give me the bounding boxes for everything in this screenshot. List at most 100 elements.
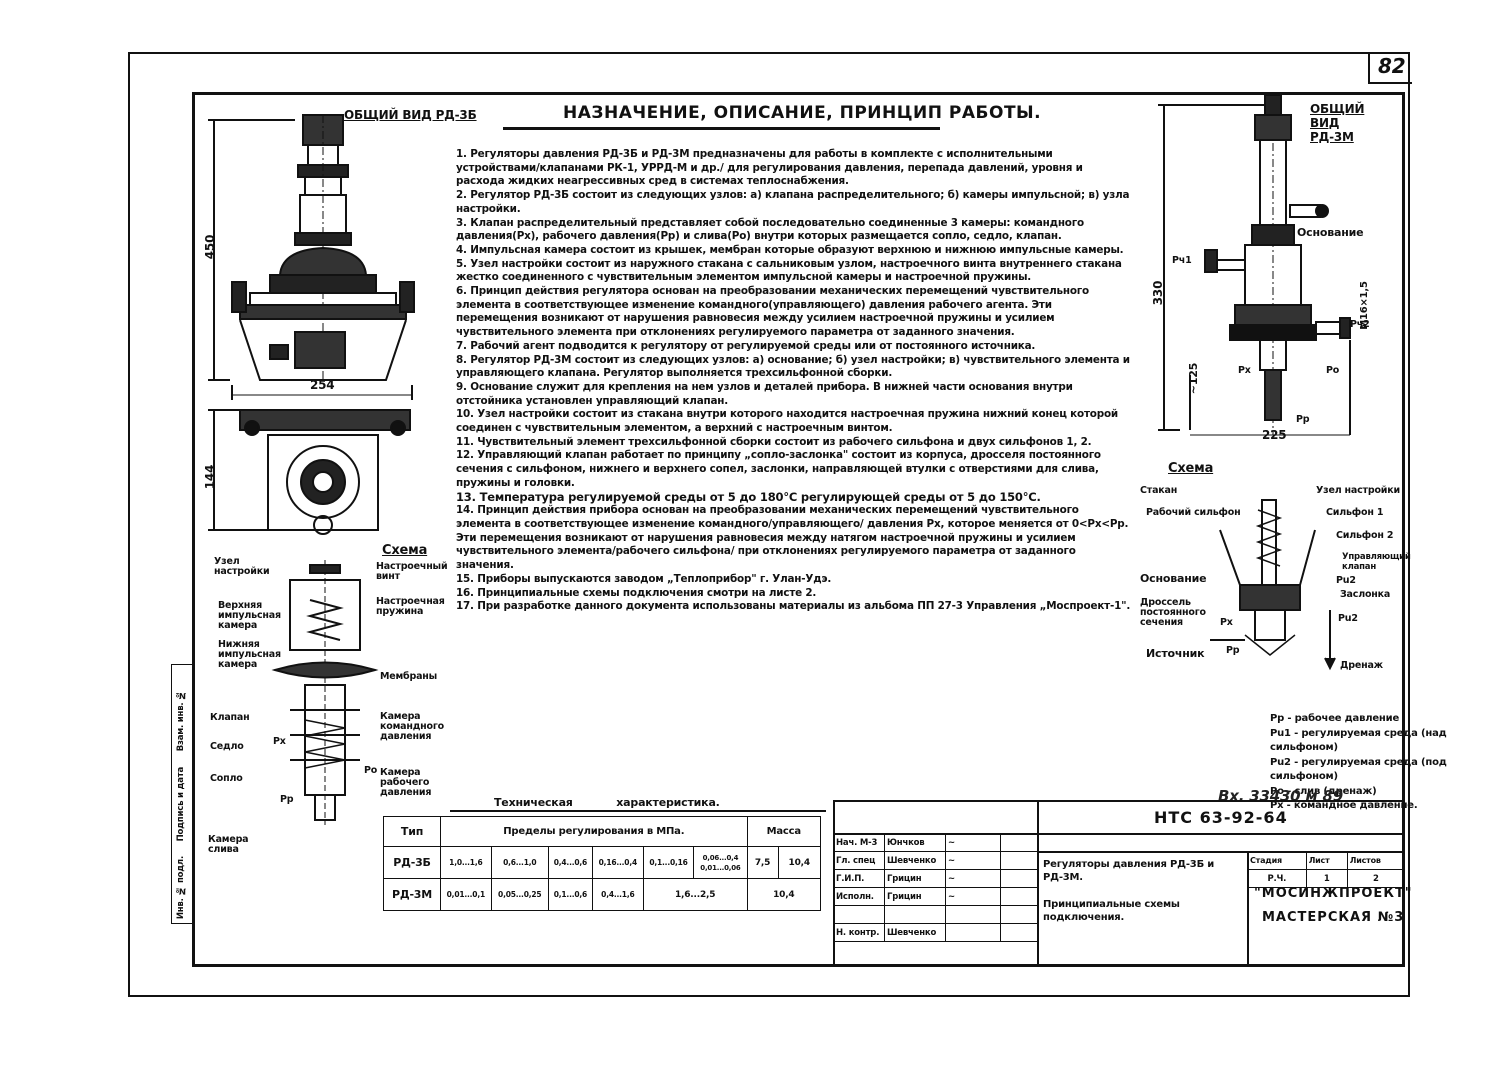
spec-row1-r3: 0,4...0,6 (547, 846, 594, 879)
label-throttle: Дроссель постоянного сечения (1140, 597, 1206, 628)
stage-head: Стадия (1247, 851, 1307, 870)
tb-date-6 (1000, 923, 1038, 942)
label-cmd-chamber: Камера командного давления (380, 711, 444, 742)
label-pu2-schema: Рu2 (1338, 613, 1358, 624)
desc-item-4: 4. Импульсная камера состоит из крышек, … (456, 243, 1124, 256)
desc-item-2: 2. Регулятор РД-3Б состоит из следующих … (456, 189, 1130, 215)
desc-item-9: 9. Основание служит для крепления на нем… (456, 380, 1073, 407)
tb-name-1: Юнчков (884, 833, 946, 852)
desc-item-3: 3. Клапан распределительный представляет… (456, 216, 1084, 243)
label-bellows2: Сильфон 2 (1336, 530, 1394, 541)
desc-item-12: 12. Управляющий клапан работает по принц… (456, 449, 1101, 489)
sheet-head: Лист (1305, 851, 1348, 870)
label-spring-rd3b: Настроечная пружина (376, 596, 445, 617)
tb-sign-1: ~ (945, 833, 1001, 852)
tb-role-1: Нач. М-3 (833, 833, 885, 852)
label-valve: Клапан (210, 712, 250, 723)
spec-row1-r7: 0,01...0,06 (700, 863, 741, 872)
label-lower-chamber: Нижняя импульсная камера (218, 639, 281, 670)
legend-pu1: Рu1 - регулируемая среда (над сильфоном) (1270, 727, 1447, 754)
tb-role-3: Г.И.П. (833, 869, 885, 888)
spec-row1-r5: 0,1...0,16 (642, 846, 695, 879)
label-control-valve: Управляющий клапан (1342, 552, 1411, 572)
label-node-rd3b: Узел настройки (214, 556, 270, 577)
rd3b-general-view-drawing (208, 114, 415, 535)
desc-item-8: 8. Регулятор РД-3М состоит из следующих … (456, 353, 1130, 380)
tb-name-5 (884, 905, 946, 924)
desc-item-17: 17. При разработке данного документа исп… (456, 600, 1131, 613)
label-node-rd3m: Узел настройки (1316, 485, 1400, 496)
sheets-val: 2 (1346, 869, 1406, 888)
label-pp-left: Рр (280, 794, 294, 805)
tb-date-1 (1000, 833, 1038, 852)
label-source: Источник (1146, 647, 1205, 660)
tb-name-2: Шевченко (884, 851, 946, 870)
spec-row2-r2: 0,05...0,25 (490, 878, 549, 911)
desc-item-7: 7. Рабочий агент подводится к регулятору… (456, 339, 1036, 352)
page-number-box (1368, 52, 1412, 84)
stage-val: Р.Ч. (1247, 869, 1307, 888)
spec-head-ranges: Пределы регулирования в МПа. (440, 816, 748, 847)
dim-144: 144 (203, 464, 218, 490)
legend: Рр - рабочее давление Рu1 - регулируемая… (1270, 712, 1500, 814)
spec-row2-r1: 0,01...0,1 (440, 878, 492, 911)
spec-table-caption: Техническая характеристика. (494, 796, 720, 809)
margin-stamp: Инв. № подл. Подпись и дата Взам. инв. № (171, 664, 195, 924)
tb-hline-1 (833, 833, 1405, 835)
tb-hline-2 (1037, 851, 1405, 853)
spec-row2-mass: 10,4 (746, 878, 822, 911)
label-po-left: Ро (364, 765, 378, 776)
tb-sign-3: ~ (945, 869, 1001, 888)
label-po-top: Ро (1326, 365, 1340, 376)
desc-item-11: 11. Чувствительный элемент трехсильфонно… (456, 435, 1092, 448)
legend-po: Ро - слив (дренаж) (1270, 785, 1377, 797)
label-drain: Дренаж (1340, 660, 1383, 671)
tb-name-6: Шевченко (884, 923, 946, 942)
right-view-label: ОБЩИЙ ВИД РД-3М (1310, 102, 1365, 144)
dim-225: 225 (1262, 428, 1287, 442)
outer-frame (128, 52, 1410, 997)
tb-date-5 (1000, 905, 1038, 924)
tb-sign-6 (945, 923, 1001, 942)
label-cup: Стакан (1140, 485, 1178, 496)
spec-row1-r2: 0,6...1,0 (490, 846, 549, 879)
right-schema-title: Схема (1168, 461, 1214, 476)
tb-sign-2: ~ (945, 851, 1001, 870)
tb-name-3: Грицин (884, 869, 946, 888)
label-base-schema: Основание (1140, 572, 1207, 585)
label-bellows1: Сильфон 1 (1326, 507, 1384, 518)
spec-row2-r3: 0,1...0,6 (547, 878, 594, 911)
label-screw-rd3b: Настроечный винт (376, 561, 448, 582)
title-underline (503, 127, 940, 130)
org-name: "МОСИНЖПРОЕКТ" (1254, 886, 1413, 901)
tb-role-6: Н. контр. (833, 923, 885, 942)
label-px-left: Рх (273, 736, 286, 747)
inner-frame (192, 92, 1405, 967)
label-pu-right: Рu2 (1336, 575, 1356, 586)
tb-date-3 (1000, 869, 1038, 888)
dim-330: 330 (1151, 280, 1166, 306)
label-base-top: Основание (1297, 226, 1364, 239)
label-work-bellows: Рабочий сильфон (1146, 507, 1241, 518)
workshop-name: МАСТЕРСКАЯ №3 (1262, 910, 1405, 925)
sheets-head: Листов (1346, 851, 1406, 870)
page-number: 82 (1378, 54, 1406, 78)
desc-item-1: 1. Регуляторы давления РД-3Б и РД-3М пре… (456, 148, 1083, 188)
desc-item-10: 10. Узел настройки состоит из стакана вн… (456, 408, 1118, 435)
spec-row1-type: РД-3Б (383, 846, 441, 879)
tb-date-2 (1000, 851, 1038, 870)
desc-item-6: 6. Принцип действия регулятора основан н… (456, 285, 1089, 339)
spec-table: Тип Пределы регулирования в МПа. Масса Р… (383, 816, 822, 911)
margin-inv-label: Инв. № подл. (176, 855, 186, 919)
tb-sign-5 (945, 905, 1001, 924)
spec-row1-r6: 0,06...0,4 (702, 853, 739, 862)
title-2: Принципиальные схемы подключения. (1043, 899, 1180, 923)
sheet-val: 1 (1305, 869, 1348, 888)
desc-item-5: 5. Узел настройки состоит из наружного с… (456, 257, 1122, 284)
spec-row1-mass2: 10,4 (777, 846, 821, 879)
desc-item-16: 16. Принципиальные схемы подключения смо… (456, 586, 817, 599)
label-pu2-top: Рч2 (1350, 319, 1370, 330)
tb-date-4 (1000, 887, 1038, 906)
tb-vline-2 (1247, 851, 1249, 967)
